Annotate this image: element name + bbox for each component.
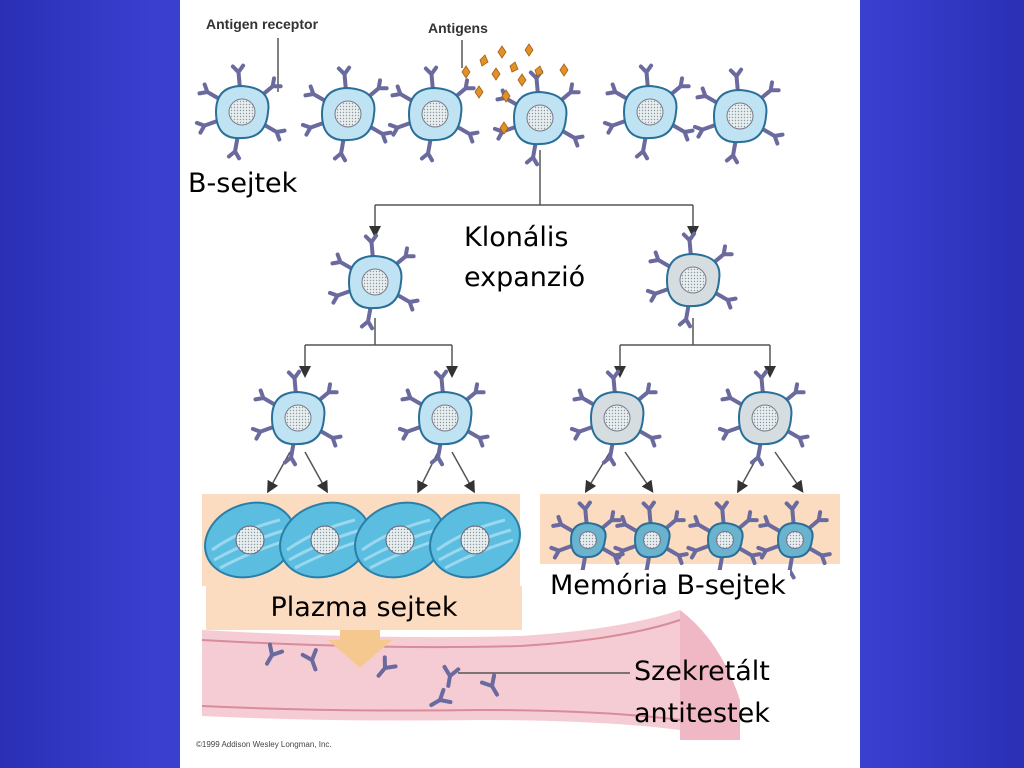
- antigen-receptor: [728, 67, 744, 95]
- antigen-receptor: [635, 428, 662, 448]
- cell-nucleus: [228, 98, 256, 126]
- clonal-expansion-label-line2: expanzió: [464, 262, 586, 293]
- b-cell: [194, 63, 287, 161]
- b-cell: [250, 369, 343, 467]
- cell-nucleus: [679, 266, 707, 294]
- secreted-antibodies-label-line2: antitestek: [634, 698, 770, 729]
- cell-nucleus: [603, 404, 631, 432]
- b-cell: [300, 65, 393, 163]
- connector-lines: [267, 38, 804, 674]
- antigen-receptor: [366, 124, 393, 144]
- antigen-receptor: [758, 126, 785, 146]
- cell-nucleus: [726, 102, 754, 130]
- antigen-receptor: [463, 428, 490, 448]
- blood-vessel: [201, 610, 740, 740]
- antigen-receptor: [286, 369, 302, 397]
- cell-nucleus: [643, 531, 661, 549]
- antibody: [442, 664, 461, 688]
- cell-nucleus: [716, 531, 734, 549]
- b-cell: [492, 69, 585, 167]
- antigen-receptor: [681, 231, 697, 259]
- antigen-receptor: [638, 63, 654, 91]
- antigens-label: Antigens: [428, 20, 488, 36]
- b-cell-memory-lineage: [717, 369, 810, 467]
- cell-nucleus: [361, 268, 389, 296]
- b-cells-label: B-sejtek: [184, 168, 302, 199]
- plasma-cell: [429, 501, 521, 579]
- antigen-receptor: [453, 124, 480, 144]
- antigen-receptor: [711, 290, 738, 310]
- plasma-cells-label: Plazma sejtek: [206, 586, 522, 630]
- plasma-cell: [279, 501, 371, 579]
- antigen-receptor: [558, 128, 585, 148]
- b-cell: [397, 369, 490, 467]
- antibody: [479, 673, 499, 697]
- cell-nucleus: [786, 531, 804, 549]
- antigen-receptor: [433, 369, 449, 397]
- cell-nucleus: [579, 531, 597, 549]
- cell-nucleus: [526, 104, 554, 132]
- memory-b-cell: [756, 500, 832, 580]
- b-cell: [602, 63, 695, 161]
- plasma-cell: [204, 501, 296, 579]
- antigen-receptor: [260, 122, 287, 142]
- cell-nucleus: [284, 404, 312, 432]
- b-cell-diagram: [194, 38, 840, 740]
- cell-nucleus: [636, 98, 664, 126]
- antibody: [429, 687, 453, 707]
- b-cell: [387, 65, 480, 163]
- b-cell: [327, 233, 420, 331]
- memory-b-cells-label: Memória B-sejtek: [546, 570, 790, 601]
- antibody: [300, 648, 318, 672]
- secreted-antibodies-label-line1: Szekretált: [634, 656, 770, 687]
- cell-nucleus: [334, 100, 362, 128]
- antigen-receptor: [393, 292, 420, 312]
- antigen-receptor: [336, 65, 352, 93]
- antigen-receptor-label: Antigen receptor: [206, 16, 319, 32]
- plasma-cells: [204, 501, 521, 579]
- antigen-receptor: [363, 233, 379, 261]
- antigen-receptor: [783, 428, 810, 448]
- memory-b-cell: [686, 500, 762, 580]
- antigen-receptor: [668, 122, 695, 142]
- antigen-receptor: [230, 63, 246, 91]
- cell-nucleus: [431, 404, 459, 432]
- antigen-particles: [461, 43, 569, 135]
- copyright-text: ©1999 Addison Wesley Longman, Inc.: [196, 740, 332, 749]
- secretion-arrow: [328, 618, 392, 668]
- b-cell: [692, 67, 785, 165]
- cell-nucleus: [751, 404, 779, 432]
- b-cell-memory-lineage: [569, 369, 662, 467]
- plasma-cell: [354, 501, 446, 579]
- antigen-receptor: [753, 369, 769, 397]
- antibody: [376, 655, 398, 678]
- b-cell-memory-lineage: [645, 231, 738, 329]
- antigen-receptor: [316, 428, 343, 448]
- plasma-cells-label-text: Plazma sejtek: [270, 592, 458, 623]
- antigen-receptor: [423, 65, 439, 93]
- clonal-expansion-label-line1: Klonális: [464, 222, 569, 253]
- diagram-panel: Antigen receptor Antigens B-sejtek Kloná…: [180, 0, 860, 768]
- antibody: [265, 642, 285, 666]
- antigen-receptor: [605, 369, 621, 397]
- cell-nucleus: [421, 100, 449, 128]
